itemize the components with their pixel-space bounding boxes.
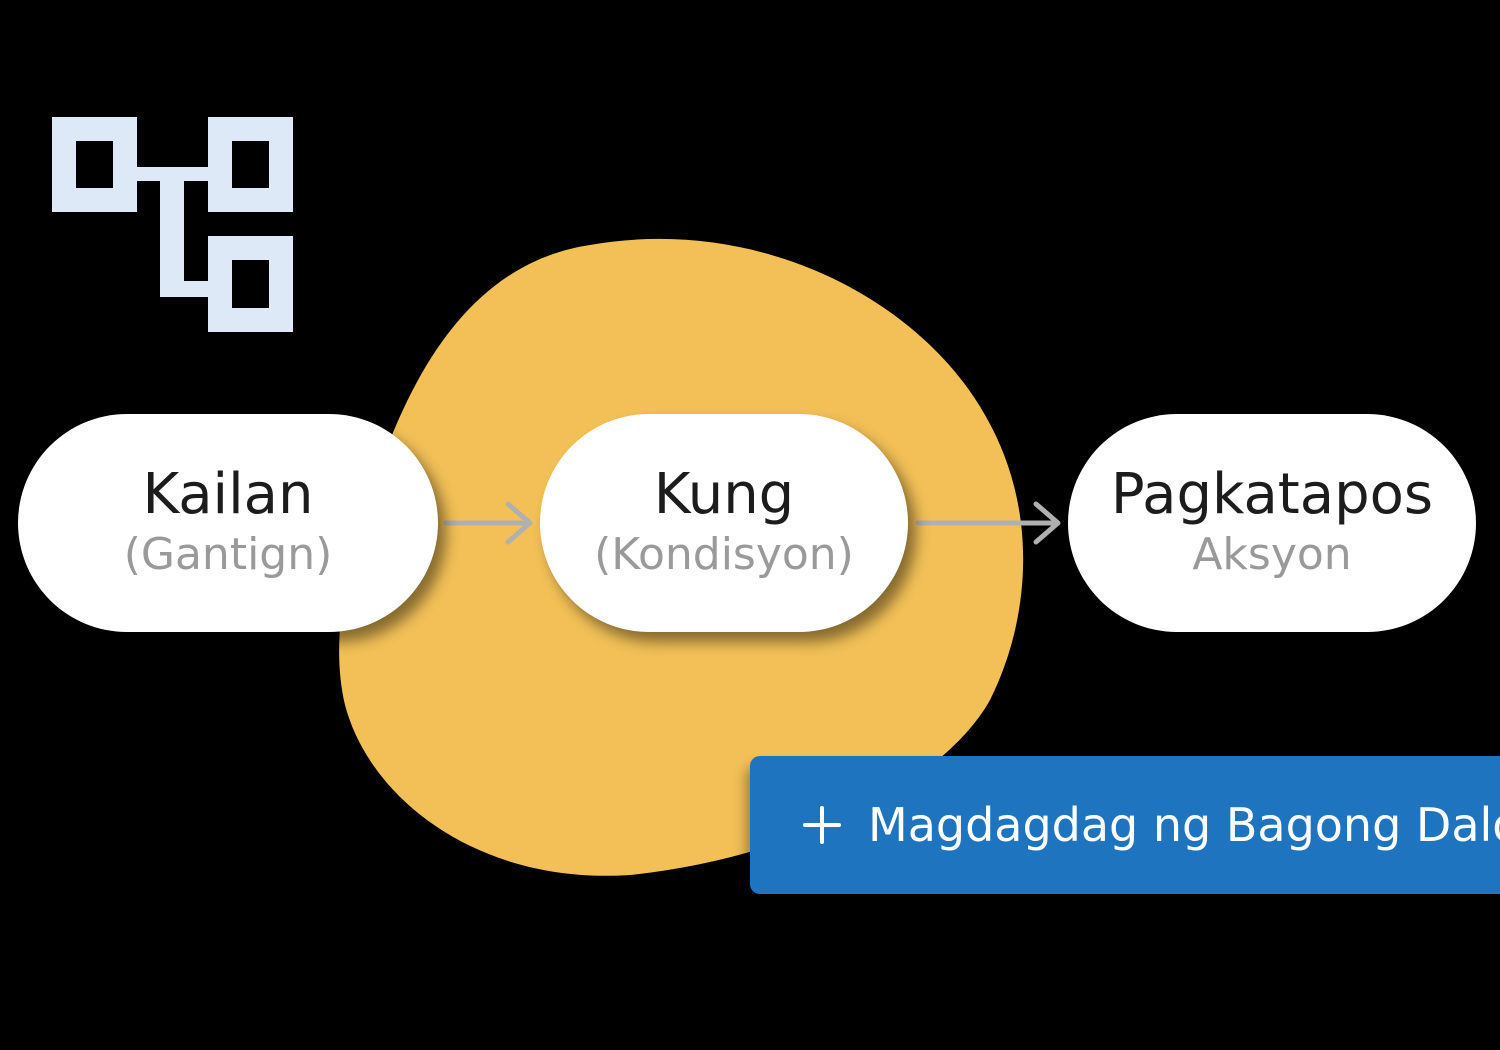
node-title: Kung	[653, 461, 795, 527]
add-new-flow-button[interactable]: Magdagdag ng Bagong Dalo	[750, 756, 1500, 894]
workflow-icon	[52, 117, 293, 332]
plus-icon	[803, 806, 841, 844]
add-new-flow-label: Magdagdag ng Bagong Dalo	[868, 798, 1500, 852]
node-title: Kailan	[142, 461, 314, 527]
node-when[interactable]: Kailan (Gantign)	[18, 414, 438, 632]
node-then[interactable]: Pagkatapos Aksyon	[1068, 414, 1476, 632]
node-subtitle: (Gantign)	[123, 529, 333, 581]
node-title: Pagkatapos	[1110, 461, 1434, 527]
node-if[interactable]: Kung (Kondisyon)	[540, 414, 908, 632]
node-subtitle: (Kondisyon)	[594, 529, 854, 581]
node-subtitle: Aksyon	[1192, 529, 1352, 581]
